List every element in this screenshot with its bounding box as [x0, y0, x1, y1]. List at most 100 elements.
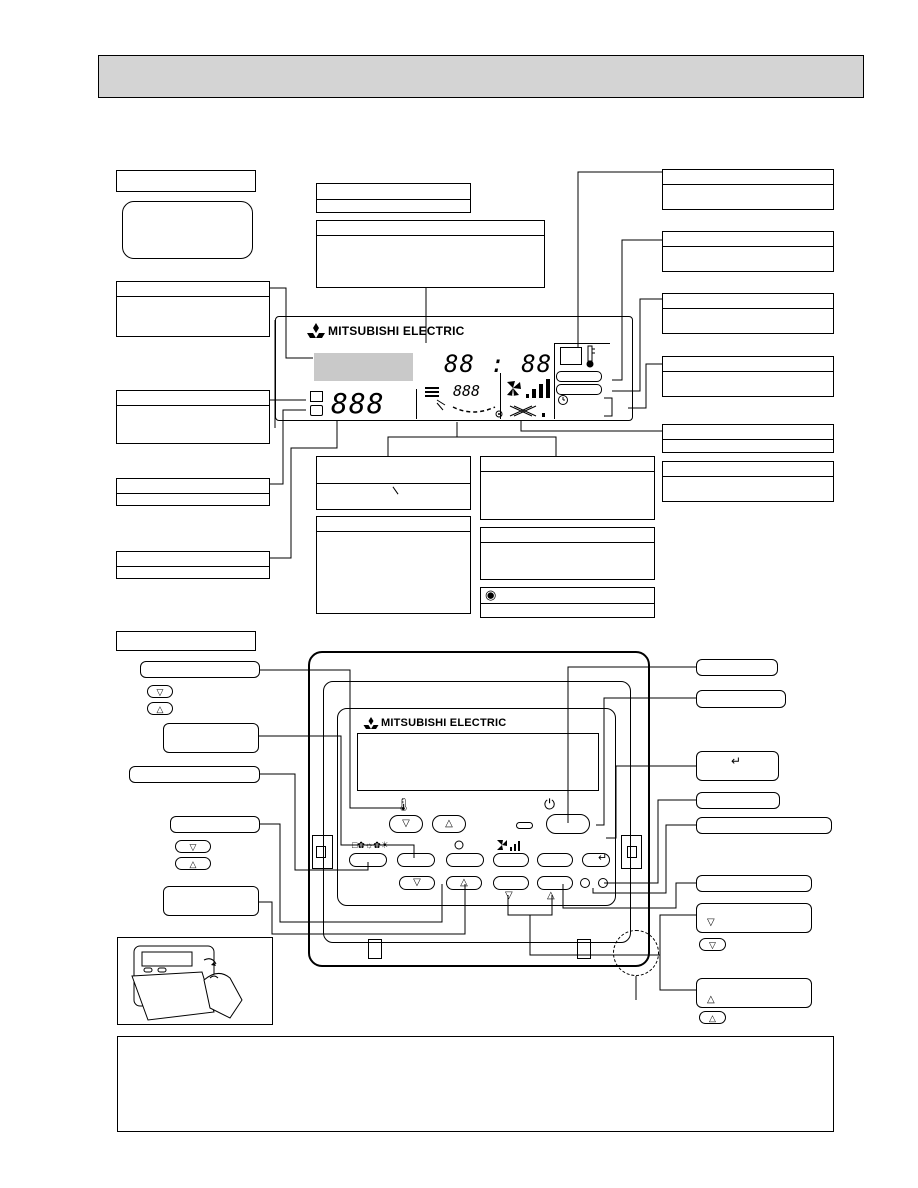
remote-inner-frame	[323, 681, 631, 943]
controller-section-label	[116, 631, 256, 651]
callout-top-large	[316, 220, 545, 288]
filter-check-button[interactable]	[580, 878, 590, 888]
left-side-slot	[312, 835, 333, 869]
indicator-icon: ◉	[485, 587, 497, 602]
remote-callout-temp	[140, 661, 260, 678]
remote-callout-test-run: ↵	[696, 751, 779, 781]
vane-digits: 888	[453, 382, 481, 400]
remote-callout-clock	[163, 723, 259, 753]
clock-set-button[interactable]	[397, 853, 435, 867]
fan-speed-icon	[507, 379, 550, 398]
room-temp-box-icon	[560, 347, 582, 365]
enter-icon: ↵	[731, 754, 742, 768]
enter-small-icon: ↵	[598, 852, 608, 864]
callout-left-1	[116, 281, 270, 337]
callout-left-4	[116, 551, 270, 579]
remote-callout-vent	[696, 875, 812, 892]
timer-button[interactable]	[446, 853, 484, 867]
right-side-slot	[621, 835, 642, 869]
callout-right-2	[662, 231, 834, 272]
legend-up-key: △	[147, 702, 173, 715]
callout-up-glyph: △	[707, 994, 715, 1005]
thermometer-icon	[586, 345, 595, 368]
timer-small-icon	[454, 840, 464, 850]
callout-mid-2	[316, 516, 471, 614]
callout-right-5	[662, 424, 834, 453]
remote-brand-name: MITSUBISHI ELECTRIC	[381, 717, 507, 729]
message-area	[314, 353, 413, 381]
remote-callout-filter	[696, 792, 780, 809]
note-rounded-box	[122, 201, 253, 259]
callout-right-3	[662, 293, 834, 334]
hinge-detail-circle	[613, 930, 659, 976]
vane-icon	[452, 406, 503, 418]
remote-lcd-window	[357, 733, 599, 791]
cover-opening-illustration	[117, 937, 273, 1025]
display-brand-name: MITSUBISHI ELECTRIC	[328, 324, 465, 338]
remote-callout-onoff	[696, 659, 778, 676]
schedule-bar-1-icon	[556, 371, 602, 382]
display-section-label	[116, 170, 256, 192]
filter-icon	[310, 391, 323, 402]
bottom-hinge-left	[368, 939, 382, 959]
vane-button[interactable]	[537, 853, 573, 867]
legend-test-down-key: ▽	[699, 938, 726, 951]
time-up-button[interactable]: △	[446, 876, 482, 890]
schedule-bar-2-icon	[556, 384, 602, 395]
right-slot-tab	[627, 846, 637, 858]
legend-time-down-key: ▽	[175, 840, 211, 853]
ventilation-button[interactable]	[537, 876, 573, 890]
test-run-button[interactable]	[582, 853, 610, 867]
fan-button-icon	[497, 840, 520, 851]
temp-up-button[interactable]: △	[432, 815, 466, 833]
ventilation-icon	[509, 405, 545, 417]
remote-logo-icon	[363, 717, 379, 729]
remote-controller-body	[308, 651, 650, 967]
timer-icon	[558, 395, 568, 405]
callout-right-4	[662, 356, 834, 397]
louver-icon	[425, 387, 446, 411]
callout-mid-4	[480, 527, 655, 580]
lcd-divider-1	[416, 389, 417, 419]
callout-mid-3	[480, 456, 655, 520]
test-down-marker: ▽	[505, 890, 513, 901]
remote-callout-check	[696, 817, 832, 834]
lcd-divider-4	[554, 343, 610, 344]
callout-mid-1	[316, 456, 471, 510]
check-icon	[310, 405, 323, 416]
louver-button[interactable]	[493, 876, 529, 890]
legend-test-up-key: △	[699, 1011, 726, 1024]
lcd-divider-3	[554, 343, 555, 419]
lcd-divider-2	[500, 373, 501, 419]
callout-down-glyph: ▽	[707, 917, 715, 928]
remote-callout-test-down: ▽	[696, 903, 812, 933]
remote-callout-lamp	[696, 690, 786, 708]
callout-left-2	[116, 390, 270, 444]
temperature-digits: 888	[331, 387, 385, 420]
legend-down-key: ▽	[147, 685, 173, 698]
callout-mid-5: ◉	[480, 587, 655, 618]
hand-icon	[131, 945, 243, 1021]
callout-right-1	[662, 169, 834, 210]
fan-speed-button[interactable]	[493, 853, 529, 867]
bottom-note-box	[117, 1036, 834, 1132]
test-up-marker: △	[547, 890, 555, 901]
clock-digits: 88 : 88	[444, 350, 553, 378]
temp-down-button[interactable]: ▽	[389, 815, 423, 833]
callout-left-3	[116, 478, 270, 506]
power-icon: ⏻	[544, 796, 556, 812]
callout-right-6	[662, 461, 834, 502]
remote-callout-test-up: △	[696, 978, 812, 1008]
lcd-display: MITSUBISHI ELECTRIC 88 : 88 888 888	[275, 316, 633, 421]
time-down-button[interactable]: ▽	[399, 876, 435, 890]
section-title-bar	[98, 55, 864, 98]
remote-callout-timer	[163, 886, 259, 916]
bottom-hinge-right	[577, 939, 591, 959]
remote-callout-mode	[129, 766, 260, 783]
legend-time-up-key: △	[175, 857, 211, 870]
callout-top-small	[316, 183, 471, 213]
operation-lamp	[516, 822, 533, 829]
mitsubishi-logo-icon	[307, 323, 325, 338]
